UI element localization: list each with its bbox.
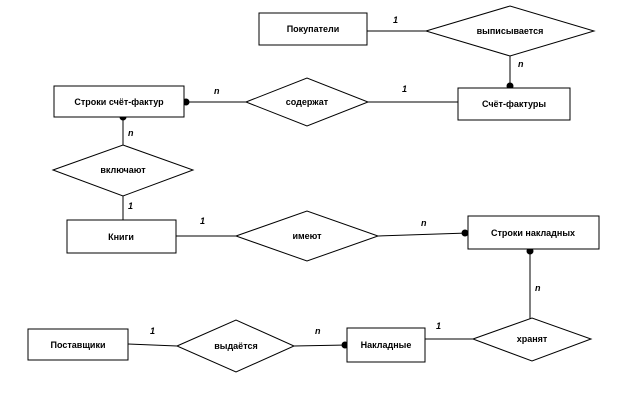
relationship-issued: выписывается <box>424 5 596 57</box>
entity-waybills: Накладные <box>346 327 426 363</box>
entity-invoices-label: Счёт-фактуры <box>482 99 546 109</box>
entity-waybill-lines-label: Строки накладных <box>491 228 575 238</box>
entity-suppliers-label: Поставщики <box>51 340 106 350</box>
card-invoices-one: 1 <box>402 84 407 94</box>
entity-buyers-label: Покупатели <box>287 24 340 34</box>
entity-books-label: Книги <box>108 232 134 242</box>
relationship-include-label: включают <box>100 165 146 175</box>
relationship-store-label: хранят <box>517 334 548 344</box>
entity-invoice-lines-label: Строки счёт-фактур <box>74 97 164 107</box>
relationship-have-label: имеют <box>292 231 322 241</box>
entity-buyers: Покупатели <box>258 12 368 46</box>
entity-suppliers: Поставщики <box>27 328 129 361</box>
card-books-one-up: 1 <box>128 201 133 211</box>
card-invoices-many: n <box>518 59 524 69</box>
entity-invoices: Счёт-фактуры <box>457 87 571 121</box>
relationship-store: хранят <box>471 317 593 362</box>
card-books-one-right: 1 <box>200 216 205 226</box>
card-buyers-one: 1 <box>393 15 398 25</box>
link-issuedto-waybills <box>293 344 348 347</box>
link-suppliers-issuedto <box>127 343 178 347</box>
relationship-have: имеют <box>234 210 380 262</box>
relationship-include: включают <box>51 144 195 197</box>
card-invoicelines-many-down: n <box>128 128 134 138</box>
card-suppliers-one: 1 <box>150 326 155 336</box>
entity-waybills-label: Накладные <box>361 340 412 350</box>
relationship-issued-to-label: выдаётся <box>214 341 258 351</box>
many-dot-waybilllines-left <box>461 229 469 237</box>
entity-waybill-lines: Строки накладных <box>467 215 600 250</box>
card-waybilllines-many-down: n <box>535 283 541 293</box>
card-invoicelines-many: n <box>214 86 220 96</box>
link-have-waybilllines <box>377 232 469 237</box>
card-waybilllines-many: n <box>421 218 427 228</box>
relationship-contain-label: содержат <box>286 97 329 107</box>
relationship-issued-to: выдаётся <box>175 319 296 373</box>
card-waybills-many: n <box>315 326 321 336</box>
entity-books: Книги <box>66 219 177 254</box>
relationship-issued-label: выписывается <box>477 26 544 36</box>
entity-invoice-lines: Строки счёт-фактур <box>53 85 185 118</box>
card-waybills-one: 1 <box>436 321 441 331</box>
relationship-contain: содержат <box>244 77 370 127</box>
